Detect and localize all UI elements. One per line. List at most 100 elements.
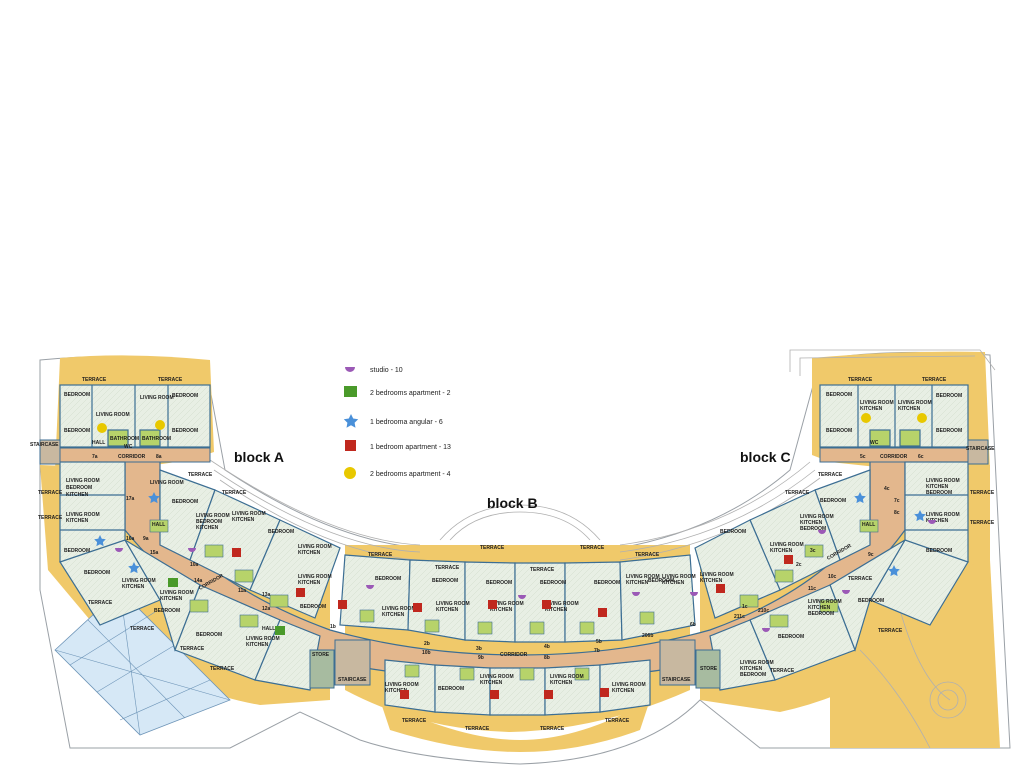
room-label: LIVING ROOM [246,636,280,642]
unit-number: 7a [92,454,98,460]
star-icon [888,565,900,577]
room-label: KITCHEN [66,518,89,524]
half-circle-icon [345,367,355,372]
circle-icon [97,423,107,433]
room-label: KITCHEN [700,578,723,584]
room-label: KITCHEN [490,607,513,613]
room-label: BEDROOM [936,393,962,399]
half-circle-icon [518,595,526,599]
room-label: LIVING ROOM [96,412,130,418]
store-label: STORE [312,652,330,658]
room-label: LIVING ROOM [298,574,332,580]
room-label: BEDROOM [375,576,401,582]
room-label: KITCHEN [232,517,255,523]
unit-number: 2b [424,641,430,647]
unit-number: 9b [478,655,484,661]
unit-number: 206b [642,633,653,639]
terrace-label: TERRACE [785,490,810,496]
terrace-label: TERRACE [88,600,113,606]
room-label: BEDROOM [800,526,826,532]
circle-icon [861,413,871,423]
circle-icon [155,420,165,430]
star-markers [94,492,926,577]
room-label: LIVING ROOM [926,478,960,484]
unit-number-labels: 7a 8a 17a 16a 15a 9a 10a 11a 12a 13a 14a… [92,454,924,661]
room-label: BEDROOM [808,611,834,617]
room-label: LIVING ROOM [160,590,194,596]
unit-number: 5c [860,454,866,460]
square-icon [490,690,499,699]
room-label: BEDROOM [594,580,620,586]
square-icon [168,578,178,587]
square-icon [275,626,285,635]
block-a-top-wing [59,384,211,448]
staircase-c-top [967,439,989,465]
unit-number: 5b [596,639,602,645]
room-label: LIVING ROOM [122,578,156,584]
square-icon [784,555,793,564]
room-label: LIVING ROOM [385,682,419,688]
terrace-label: TERRACE [38,515,63,521]
staircase-right [659,639,696,686]
store-right [695,649,721,689]
half-circle-icon [115,548,123,552]
unit-number: 4b [544,644,550,650]
unit-number: 11c [808,586,816,592]
terrace-label: TERRACE [635,552,660,558]
unit-number: 1b [330,624,336,630]
square-icon [598,608,607,617]
room-label: BEDROOM [648,578,674,584]
square-icon [338,600,347,609]
terrace-label: TERRACE [530,567,555,573]
terrace-label: TERRACE [818,472,843,478]
room-label: LIVING ROOM [232,511,266,517]
block-c-top-wing [819,384,969,448]
half-circle-icon [366,585,374,589]
room-label: HALL [862,522,875,528]
terrace-labels: TERRACE TERRACE TERRACE TERRACE TERRACE … [38,377,995,732]
square-icon [413,603,422,612]
room-label: KITCHEN [550,680,573,686]
unit-number: 7c [894,498,900,504]
unit-number: 8c [894,510,900,516]
wet-rooms [149,519,879,681]
circle-icon [344,467,356,479]
half-circle-icon [842,590,850,594]
room-label: KITCHEN [246,642,269,648]
terrace-label: TERRACE [922,377,947,383]
terrace-label: TERRACE [848,576,873,582]
unit-number: 4c [884,486,890,492]
terrace-label: TERRACE [158,377,183,383]
room-label: LIVING ROOM [550,674,584,680]
terrace-label: TERRACE [82,377,107,383]
room-label: BEDROOM [432,578,458,584]
unit-number: 211c [734,614,745,620]
room-label: LIVING ROOM [150,480,184,486]
room-label: LIVING ROOM [66,478,100,484]
square-icon [232,548,241,557]
room-label: KITCHEN [298,580,321,586]
staircase-label: STAIRCASE [662,677,691,683]
block-b-lower-rooms [384,659,651,716]
room-label: HALL [262,626,275,632]
room-label: KITCHEN [298,550,321,556]
room-label: WC [870,440,879,446]
star-icon [854,492,866,504]
room-label: BATHROOM [110,436,139,442]
corridor-label: CORRIDOR [880,454,908,460]
square-icon [296,588,305,597]
room-label: KITCHEN [436,607,459,613]
half-circle-icon [188,548,196,552]
room-label: WC [124,444,133,450]
terrace-label: TERRACE [580,545,605,551]
room-label: LIVING ROOM [480,674,514,680]
room-label: KITCHEN [626,580,649,586]
terrace-label: TERRACE [878,628,903,634]
room-label: LIVING ROOM [66,512,100,518]
legend-label: 2 bedrooms apartment - 4 [370,471,451,478]
unit-number: 12a [262,606,271,612]
terrace-label: TERRACE [970,520,995,526]
legend-label: 2 bedrooms apartment - 2 [370,390,451,397]
room-label: KITCHEN [160,596,183,602]
terrace-label: TERRACE [188,472,213,478]
